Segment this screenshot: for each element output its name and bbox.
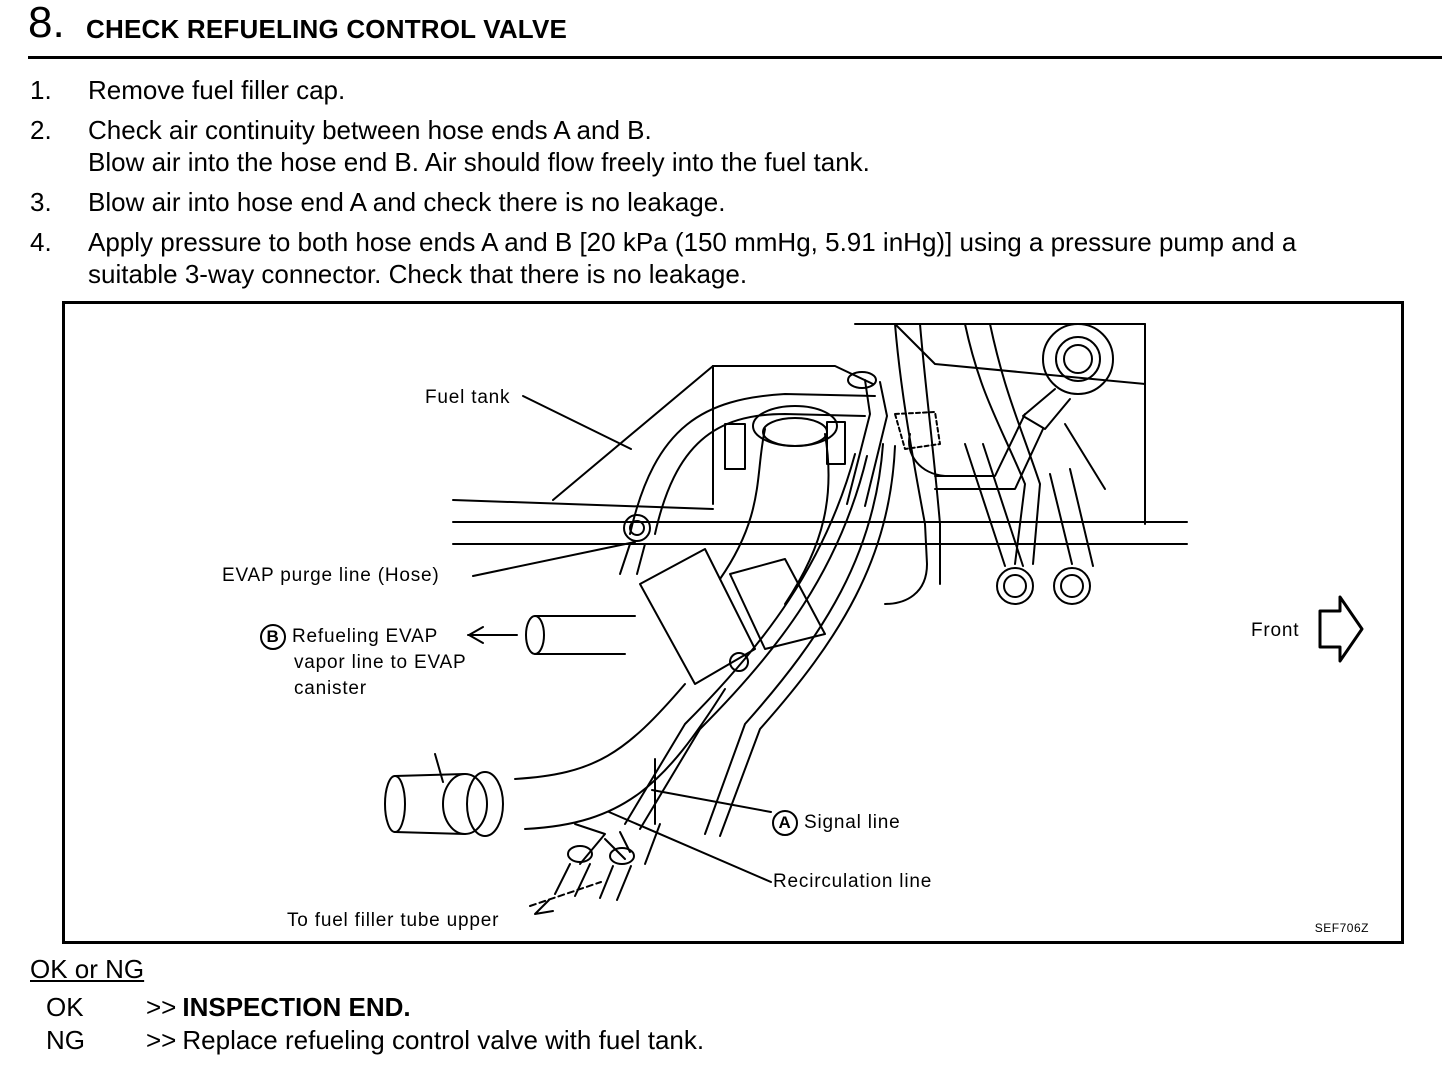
result-ok-arrow: >> [146,992,177,1022]
label-refueling-evap-b: B Refueling EVAP [260,624,438,650]
result-title: OK or NG [30,954,145,984]
result-ng-text: Replace refueling control valve with fue… [182,1025,705,1055]
valve-diagram: Fuel tank EVAP purge line (Hose) B Refuel… [62,301,1404,944]
step-item: 1. Remove fuel filler cap. [30,74,1440,106]
step-text: Remove fuel filler cap. [88,75,346,105]
procedure-steps: 1. Remove fuel filler cap. 2. Check air … [30,74,1440,298]
step-number: 4. [30,227,52,257]
step-number: 3. [30,187,52,217]
result-ng-row: NG >>Replace refueling control valve with… [46,1025,704,1056]
result-ng-key: NG [46,1025,85,1055]
label-evap-purge-line: EVAP purge line (Hose) [222,565,440,586]
result-ok-key: OK [46,992,84,1022]
label-signal-line: A Signal line [772,810,900,836]
section-number: 8. [28,0,65,47]
label-signal-line-text: Signal line [804,812,901,834]
figure-code: SEF706Z [1314,921,1369,935]
result-ng-arrow: >> [146,1025,177,1055]
section-title: CHECK REFUELING CONTROL VALVE [86,14,568,44]
step-item: 3. Blow air into hose end A and check th… [30,186,1440,218]
label-recirculation-line: Recirculation line [773,871,933,892]
step-item: 4. Apply pressure to both hose ends A an… [30,226,1440,290]
label-fuel-tank: Fuel tank [425,387,511,408]
label-refueling-evap-line1: Refueling EVAP [292,626,439,648]
label-refueling-evap-line3: canister [294,678,367,699]
step-item: 2. Check air continuity between hose end… [30,114,1440,178]
step-text: suitable 3-way connector. Check that the… [88,259,748,289]
step-text: Blow air into the hose end B. Air should… [88,147,870,177]
result-ok-text: INSPECTION END. [182,992,411,1022]
marker-b-icon: B [260,624,286,650]
marker-a-icon: A [772,810,798,836]
section-header: 8. CHECK REFUELING CONTROL VALVE [28,0,1442,59]
label-fuel-filler-tube: To fuel filler tube upper [287,910,500,931]
step-number: 2. [30,115,52,145]
step-text: Blow air into hose end A and check there… [88,187,726,217]
label-refueling-evap-line2: vapor line to EVAP [294,652,467,673]
step-number: 1. [30,75,52,105]
label-front: Front [1251,620,1300,641]
step-text: Check air continuity between hose ends A… [88,115,652,145]
step-text: Apply pressure to both hose ends A and B… [88,227,1297,257]
result-ok-row: OK >>INSPECTION END. [46,992,411,1023]
diagram-drawing [384,323,1364,915]
